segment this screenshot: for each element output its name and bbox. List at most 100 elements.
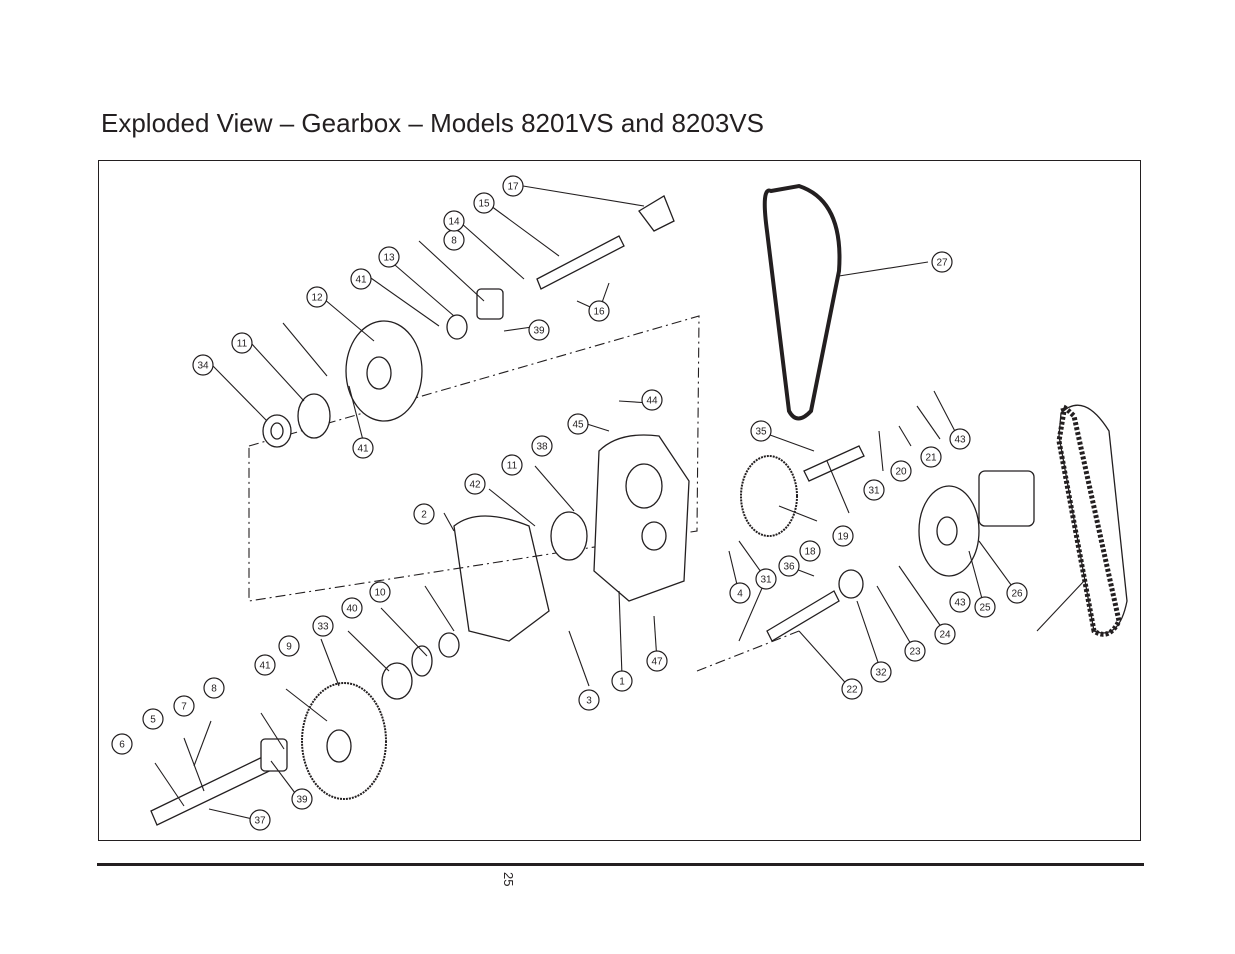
callout-26: 26	[1006, 582, 1028, 604]
callout-circle	[306, 286, 328, 308]
callout-label: 43	[954, 598, 966, 609]
callout-11: 11	[501, 454, 523, 476]
bracket-17	[638, 195, 675, 232]
callout-40: 40	[341, 597, 363, 619]
callout-12: 12	[306, 286, 328, 308]
page-number: 25	[501, 872, 516, 887]
callout-circle	[473, 192, 495, 214]
callout-27: 27	[931, 251, 953, 273]
callout-circle	[464, 473, 486, 495]
callout-39: 39	[291, 788, 313, 810]
callout-circle	[611, 670, 633, 692]
callout-circle	[278, 635, 300, 657]
leader-lines	[154, 185, 1085, 822]
callout-31: 31	[755, 568, 777, 590]
callout-10: 10	[369, 581, 391, 603]
callout-label: 47	[651, 657, 663, 668]
callout-label: 39	[296, 795, 308, 806]
bearing-32	[838, 569, 864, 599]
upper-shaft	[536, 235, 625, 290]
callout-label: 4	[737, 589, 743, 600]
callout-circle	[931, 251, 953, 273]
callout-circle	[578, 689, 600, 711]
callout-label: 39	[533, 326, 545, 337]
callout-label: 8	[451, 236, 457, 247]
gasket-2	[453, 515, 550, 642]
callout-7: 7	[173, 695, 195, 717]
callout-label: 32	[875, 668, 887, 679]
callout-44: 44	[641, 389, 663, 411]
bearing-33	[381, 662, 413, 700]
callout-41: 41	[352, 437, 374, 459]
callout-label: 41	[259, 661, 271, 672]
callout-41: 41	[254, 654, 276, 676]
callout-41: 41	[350, 268, 372, 290]
callout-circle	[502, 175, 524, 197]
callout-9: 9	[278, 635, 300, 657]
callout-circle	[934, 623, 956, 645]
callout-45: 45	[567, 413, 589, 435]
callout-label: 17	[507, 182, 519, 193]
callout-circle	[863, 479, 885, 501]
callout-label: 12	[311, 293, 323, 304]
callout-label: 1	[619, 677, 625, 688]
callout-label: 9	[286, 642, 292, 653]
retainer-ring-11	[297, 393, 331, 439]
callout-circle	[778, 555, 800, 577]
callout-label: 14	[448, 217, 460, 228]
callout-label: 5	[150, 715, 156, 726]
callout-42: 42	[464, 473, 486, 495]
callout-31: 31	[863, 479, 885, 501]
callout-circle	[870, 661, 892, 683]
callout-label: 21	[925, 453, 937, 464]
footer-rule	[97, 863, 1144, 866]
callout-label: 31	[760, 575, 772, 586]
callout-label: 20	[895, 467, 907, 478]
callout-circle	[312, 615, 334, 637]
collar-8	[476, 288, 504, 320]
callout-label: 22	[846, 685, 858, 696]
callout-circle	[799, 540, 821, 562]
callout-label: 44	[646, 396, 658, 407]
callout-label: 3	[586, 696, 592, 707]
callout-circle	[341, 597, 363, 619]
collar-8-lower	[260, 738, 288, 772]
callout-35: 35	[750, 420, 772, 442]
page-title: Exploded View – Gearbox – Models 8201VS …	[101, 108, 764, 138]
callout-label: 15	[478, 199, 490, 210]
callout-6: 6	[111, 733, 133, 755]
assembly-outline	[248, 315, 700, 602]
diagram-drawing: 1234567889101111121314151617181920212223…	[111, 175, 1128, 831]
callout-16: 16	[588, 300, 610, 322]
callout-36: 36	[778, 555, 800, 577]
pinion-shaft-19	[803, 445, 865, 482]
callout-43: 43	[949, 591, 971, 613]
callout-circle	[192, 354, 214, 376]
callout-label: 24	[939, 630, 951, 641]
callout-17: 17	[502, 175, 524, 197]
snap-ring-40	[411, 645, 433, 677]
callout-label: 23	[909, 647, 921, 658]
callout-label: 37	[254, 816, 266, 827]
callout-circle	[173, 695, 195, 717]
callout-label: 43	[954, 435, 966, 446]
callout-25: 25	[974, 596, 996, 618]
callout-bubbles: 1234567889101111121314151617181920212223…	[111, 175, 1028, 831]
cover-plate	[550, 511, 588, 561]
callout-label: 16	[593, 307, 605, 318]
callout-label: 40	[346, 604, 358, 615]
callout-label: 31	[868, 486, 880, 497]
callout-2: 2	[413, 503, 435, 525]
callout-label: 13	[383, 253, 395, 264]
callout-circle	[413, 503, 435, 525]
callout-circle	[641, 389, 663, 411]
output-shaft-22	[766, 590, 840, 642]
callout-label: 26	[1011, 589, 1023, 600]
assembly-outline-lower	[696, 630, 800, 672]
callout-label: 8	[211, 684, 217, 695]
callout-circle	[890, 460, 912, 482]
callout-label: 25	[979, 603, 991, 614]
callout-circle	[904, 640, 926, 662]
upper-pulley-hub	[366, 356, 392, 390]
callout-34: 34	[192, 354, 214, 376]
